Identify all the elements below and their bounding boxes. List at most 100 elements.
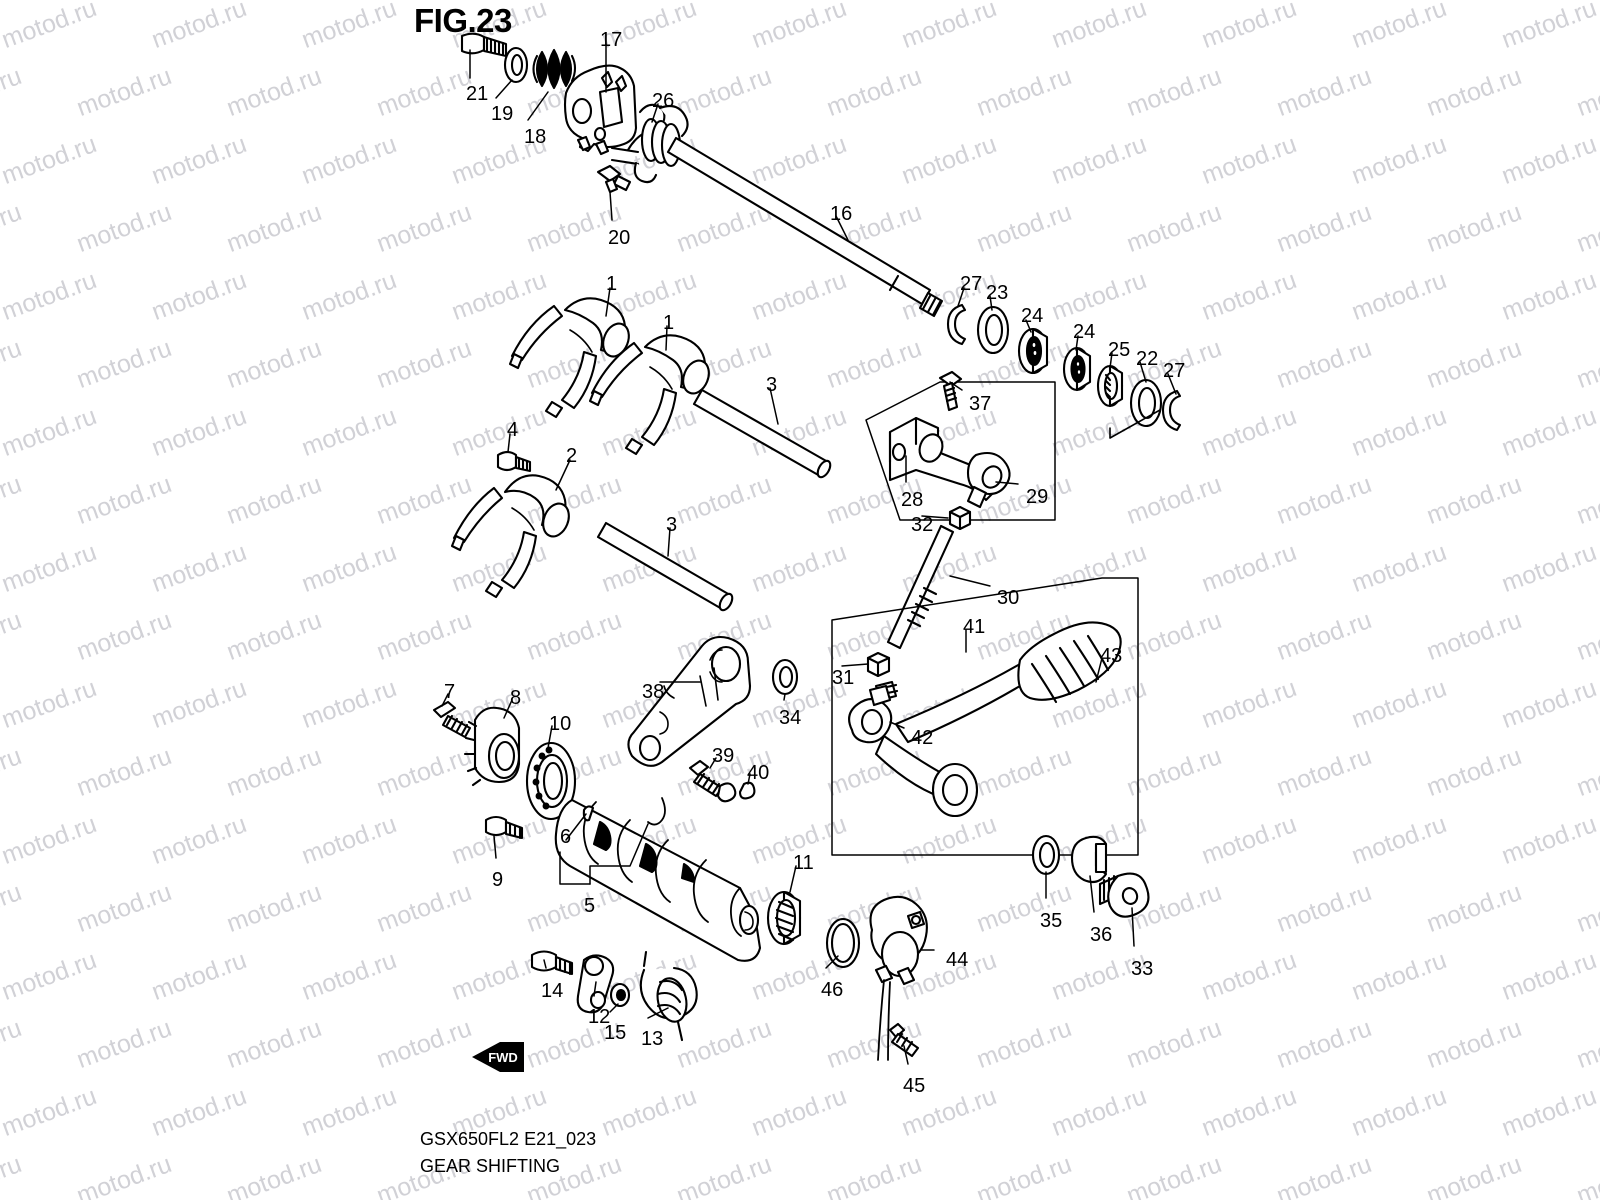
section-name: GEAR SHIFTING	[420, 1156, 561, 1176]
part-washer-23	[976, 305, 1010, 355]
callout-gearshift-cam-stopper-17: 17	[600, 29, 623, 51]
callout-nut-rod-lock-31: 31	[832, 667, 855, 689]
svg-text:FWD: FWD	[488, 1050, 518, 1065]
callout-pin-cam-6: 6	[560, 826, 572, 848]
part-bolt-39	[688, 759, 737, 803]
callout-washer-lever-34: 34	[779, 707, 802, 729]
part-gearshift-shaft-16	[666, 136, 944, 318]
callout-gearshift-shaft-16: 16	[830, 203, 853, 225]
part-oring-46	[825, 917, 861, 969]
callout-gearshift-lever-assembly-41: 41	[963, 616, 986, 638]
part-fork-shaft-3b	[596, 521, 734, 612]
part-bolt-7	[432, 700, 472, 739]
part-bearing-24b	[1062, 346, 1092, 392]
callout-gearshift-fork-no1-1: 1	[663, 312, 675, 334]
callout-spring-cam-stopper-18: 18	[524, 126, 547, 148]
callout-nut-rod-32: 32	[911, 514, 934, 536]
part-washer-15	[609, 982, 631, 1008]
callout-washer-shaft-22: 22	[1136, 348, 1159, 370]
callout-gearshift-fork-no1-1: 1	[606, 273, 618, 295]
callout-return-spring-26: 26	[652, 90, 675, 112]
callout-gearshift-fork-shaft-3: 3	[766, 374, 778, 396]
part-nut-31	[866, 651, 891, 678]
callout-gearshift-arm-joint-29: 29	[1026, 486, 1049, 508]
part-pin-4	[496, 450, 532, 473]
callout-bolt-shift-arm-37: 37	[969, 393, 992, 415]
callout-gearshift-cam-plate-8: 8	[510, 687, 522, 709]
callout-bush-pedal-36: 36	[1090, 924, 1113, 946]
callout-screw-switch-45: 45	[903, 1075, 926, 1097]
part-bolt-14	[530, 950, 574, 976]
callout-bearing-needle-cam-11: 11	[793, 852, 814, 874]
callout-bolt-cam-stopper-21: 21	[466, 83, 489, 105]
part-bolt-20	[596, 164, 632, 194]
part-shift-fork-1b	[588, 334, 710, 456]
callout-bolt-shaft-stopper-20: 20	[608, 227, 631, 249]
page-title: FIG.23	[414, 2, 512, 39]
callout-oil-seal-25: 25	[1108, 339, 1131, 361]
part-joint-42	[868, 684, 892, 707]
part-bolt-37	[938, 370, 963, 412]
callout-washer-stopper-15: 15	[604, 1022, 627, 1044]
part-bush-36	[1070, 835, 1108, 884]
callout-gearshift-stopper-arm-12: 12	[588, 1006, 611, 1028]
part-washer-19	[503, 46, 529, 84]
part-circlip-27b	[1161, 389, 1182, 432]
callout-bolt-driven-lever-39: 39	[712, 745, 735, 767]
callout-circlip-27: 27	[1163, 360, 1186, 382]
model-code: GSX650FL2 E21_023	[420, 1129, 597, 1149]
callout-gearshift-fork-shaft-3: 3	[666, 514, 678, 536]
callout-gearshift-rod-30: 30	[997, 587, 1020, 609]
part-washer-35	[1031, 834, 1061, 876]
part-shift-arm-joint-29	[966, 451, 1011, 509]
part-shift-fork-2	[450, 474, 570, 599]
callout-washer-pedal-35: 35	[1040, 910, 1063, 932]
part-bolt-33	[1098, 872, 1150, 918]
part-cam-stopper-17	[563, 64, 638, 156]
part-driven-lever-38	[627, 635, 752, 767]
callout-gearshift-arm-28: 28	[901, 489, 924, 511]
callout-gearshift-pedal-rubber-43: 43	[1100, 645, 1123, 667]
callout-bearing-needle-24: 24	[1021, 305, 1044, 327]
callout-bearing-ball-10: 10	[549, 713, 572, 735]
part-pedal-41	[848, 662, 1032, 818]
part-bolt-9	[484, 815, 524, 840]
callout-circlip-27: 27	[960, 273, 983, 295]
callout-bearing-needle-24: 24	[1073, 321, 1096, 343]
part-cam-plate-8	[463, 706, 521, 787]
callout-pin-dowel-40: 40	[747, 762, 770, 784]
part-bearing-needle-11	[766, 890, 802, 946]
part-washer-22	[1129, 378, 1163, 428]
part-shift-fork-1a	[508, 297, 630, 419]
callout-bolt-pedal-33: 33	[1131, 958, 1154, 980]
callout-o-ring-switch-46: 46	[821, 979, 844, 1001]
callout-gear-position-switch-44: 44	[946, 949, 969, 971]
callout-bolt-cam-plate-9: 9	[492, 869, 504, 891]
part-shift-arm-box	[865, 381, 1056, 521]
callout-gearshift-fork-no2-2: 2	[566, 445, 578, 467]
part-circlip-27a	[946, 303, 967, 346]
part-fork-shaft-3a	[692, 388, 832, 479]
part-cam-drum-5	[554, 797, 762, 962]
part-spring-18	[532, 48, 577, 90]
callout-gearshift-cam-driven-lever-38: 38	[642, 681, 665, 703]
part-rod-30	[886, 524, 955, 650]
part-spring-13	[639, 950, 698, 1042]
callout-pin-fork-4: 4	[507, 419, 519, 441]
part-pedal-rubber-43	[1017, 621, 1122, 704]
part-oil-seal-25	[1096, 364, 1124, 408]
callout-bolt-stopper-arm-14: 14	[541, 980, 564, 1002]
callout-washer-thrust-23: 23	[986, 282, 1009, 304]
diagram-caption: GSX650FL2 E21_023 GEAR SHIFTING	[420, 1126, 596, 1180]
fwd-arrow-marker: FWD	[472, 1042, 524, 1072]
callout-washer-19: 19	[491, 103, 514, 125]
part-washer-34	[771, 658, 799, 696]
part-nut-32	[948, 505, 972, 531]
callout-gearshift-cam-5: 5	[584, 895, 596, 917]
part-stopper-arm-12	[576, 954, 615, 1014]
callout-spring-stopper-arm-13: 13	[641, 1028, 664, 1050]
part-gear-position-switch-44	[869, 895, 928, 1061]
callout-joint-pedal-42: 42	[911, 727, 934, 749]
part-screw-45	[888, 1022, 920, 1058]
